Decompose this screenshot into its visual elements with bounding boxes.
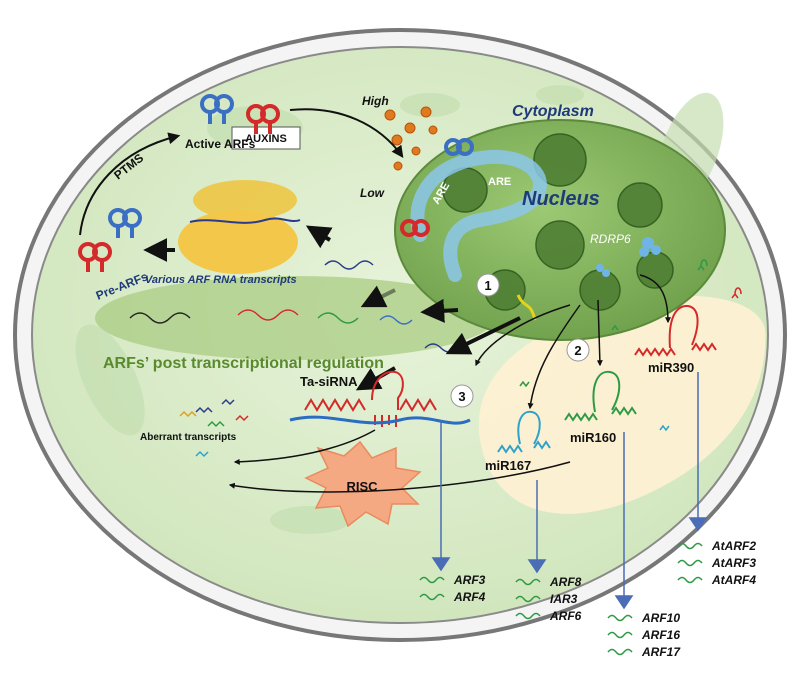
rdrp6-label: RDRP6 <box>590 232 631 246</box>
target-label: IAR3 <box>550 592 578 606</box>
ta-sirna-structure <box>304 370 437 427</box>
auxins-label: AUXINS <box>245 133 287 145</box>
target-label: ARF16 <box>641 628 680 642</box>
target-mrna <box>289 415 471 425</box>
ptms-arrow <box>79 132 181 236</box>
target-label: AtARF3 <box>711 556 756 570</box>
step-marker-1: 1 <box>476 273 500 297</box>
mir390-targets: AtARF2 AtARF3 AtARF4 <box>677 539 756 587</box>
various-transcripts-label: Various ARF RNA transcripts <box>145 274 297 286</box>
target-label: ARF6 <box>549 609 582 623</box>
aberrant-transcripts <box>179 398 249 458</box>
nucleus-label: Nucleus <box>522 188 600 210</box>
mir390-label: miR390 <box>648 360 694 375</box>
active-arfs <box>200 94 280 134</box>
chromatin <box>442 133 674 311</box>
step-marker-3: 3 <box>450 384 474 408</box>
post-transcriptional-band <box>95 276 495 360</box>
nucleus-to-cytoplasm-arrow <box>360 285 396 308</box>
target-label: ARF17 <box>641 645 681 659</box>
mir167-targets: ARF8 IAR3 ARF6 <box>515 575 582 623</box>
nucleus-to-tasirna-curve <box>475 304 571 367</box>
active-to-auxin-arrow <box>289 108 404 158</box>
step-marker-2: 2 <box>566 338 590 362</box>
arf-on-chromatin <box>400 138 474 237</box>
svg-text:3: 3 <box>458 389 465 404</box>
auxin-molecules <box>384 106 438 171</box>
risc-to-aberrant-arrow <box>233 429 376 465</box>
target-label: AtARF4 <box>711 573 756 587</box>
are-label-2: ARE <box>488 176 511 188</box>
nucleus-to-mir390-arrow <box>639 274 671 324</box>
risc-complex <box>304 440 422 528</box>
high-label: High <box>362 94 389 108</box>
low-label: Low <box>360 186 385 200</box>
nucleus-to-mir160-arrow <box>596 299 603 367</box>
mir167-label: miR167 <box>485 458 531 473</box>
rdrp6-enzyme <box>596 237 661 277</box>
aberrant-label: Aberrant transcripts <box>140 432 237 443</box>
ta-sirna-label: Ta-siRNA <box>300 374 358 389</box>
target-label: ARF4 <box>453 590 486 604</box>
mir160-hairpin <box>564 370 637 422</box>
tasirna-targets: ARF3 ARF4 <box>419 573 486 604</box>
ribosome <box>178 180 301 274</box>
to-ribosome-arrow <box>305 225 333 249</box>
pre-mirna-squiggle <box>516 294 537 321</box>
auxins-box <box>231 126 301 150</box>
are-chromatin-band <box>410 149 548 282</box>
target-arrows <box>431 372 708 610</box>
target-label: ARF8 <box>549 575 582 589</box>
svg-text:1: 1 <box>484 278 491 293</box>
svg-text:2: 2 <box>574 343 581 358</box>
mir160-label: miR160 <box>570 430 616 445</box>
nucleus-to-band-arrow <box>420 298 459 323</box>
pre-arfs <box>78 208 142 272</box>
active-arfs-label: Active ARFs <box>185 137 256 151</box>
mir167-hairpin <box>497 410 551 454</box>
target-label: ARF3 <box>453 573 486 587</box>
nucleus-to-tasirna-arrow <box>445 316 521 355</box>
cytoplasm-label: Cytoplasm <box>512 103 594 120</box>
target-label: AtARF2 <box>711 539 756 553</box>
post-transcriptional-label: ARFs’ post transcriptional regulation <box>103 355 384 372</box>
mir167-to-aberrant-arrow <box>228 461 571 493</box>
risc-label: RISC <box>346 479 378 494</box>
small-hairpins <box>519 259 742 432</box>
target-label: ARF10 <box>641 611 680 625</box>
mir160-targets: ARF10 ARF16 ARF17 <box>607 611 681 659</box>
mir390-hairpin <box>634 304 717 357</box>
nucleus-to-mir167-arrow <box>527 304 581 410</box>
